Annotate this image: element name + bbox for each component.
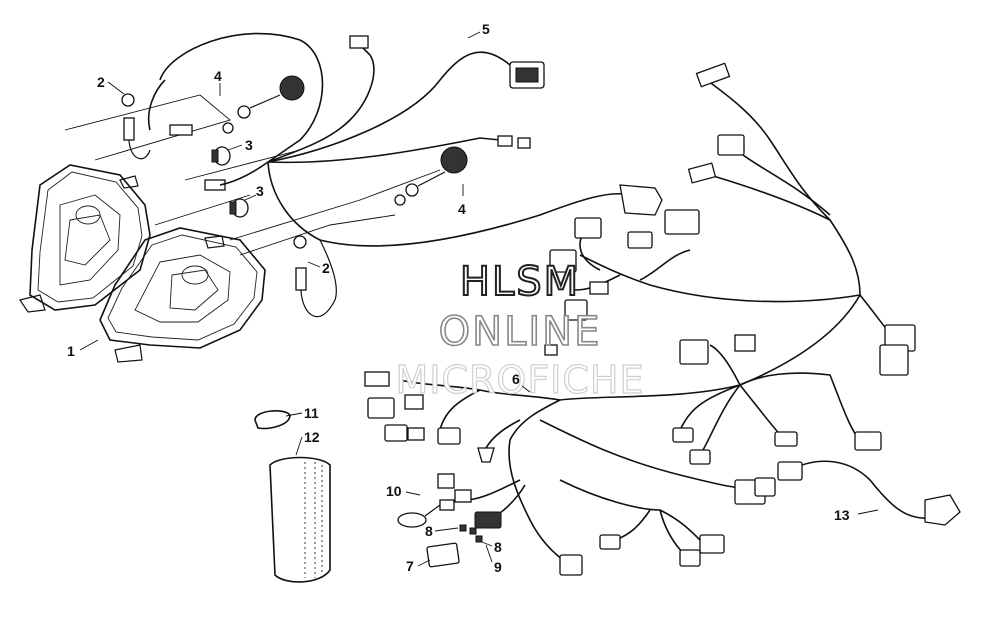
small-parts xyxy=(397,499,483,568)
watermark-line-2: ONLINE xyxy=(439,309,602,355)
headlight-harness xyxy=(147,32,663,247)
callout-5: 5 xyxy=(482,21,490,37)
callout-2-lower: 2 xyxy=(322,260,330,276)
reference-lines xyxy=(64,94,441,256)
callout-2-upper: 2 xyxy=(97,74,105,90)
adjuster-knob-upper xyxy=(222,75,305,134)
callout-11: 11 xyxy=(304,405,319,421)
sleeve-12 xyxy=(269,456,331,583)
bulb-lower xyxy=(229,198,249,218)
callout-3-upper: 3 xyxy=(245,137,253,153)
callout-7: 7 xyxy=(406,558,414,574)
clamp-11 xyxy=(254,410,291,430)
adjuster-knob-lower xyxy=(394,146,468,206)
watermark: HLSM ONLINE MICROFICHE xyxy=(395,258,644,403)
callout-4-upper: 4 xyxy=(214,68,222,84)
bulb-socket-lower xyxy=(204,179,337,318)
headlight-assembly-left xyxy=(19,164,151,313)
callout-1: 1 xyxy=(67,343,75,359)
callout-12: 12 xyxy=(304,429,320,445)
callout-6: 6 xyxy=(512,371,520,387)
watermark-line-3: MICROFICHE xyxy=(395,358,644,402)
callout-4-lower: 4 xyxy=(458,201,466,217)
headlight-assembly-right xyxy=(99,227,266,363)
callout-8-left: 8 xyxy=(425,523,433,539)
bulb-socket-upper xyxy=(121,93,193,160)
callout-10: 10 xyxy=(386,483,402,499)
bulb-upper xyxy=(211,146,231,166)
watermark-line-1: HLSM xyxy=(460,259,580,305)
callouts: 1 2 2 3 3 4 4 5 6 7 8 8 9 xyxy=(67,21,879,575)
sub-harness-13 xyxy=(777,460,961,526)
callout-9: 9 xyxy=(494,559,502,575)
callout-3-lower: 3 xyxy=(256,183,264,199)
callout-8-right: 8 xyxy=(494,539,502,555)
main-harness xyxy=(364,62,916,576)
callout-13: 13 xyxy=(834,507,850,523)
